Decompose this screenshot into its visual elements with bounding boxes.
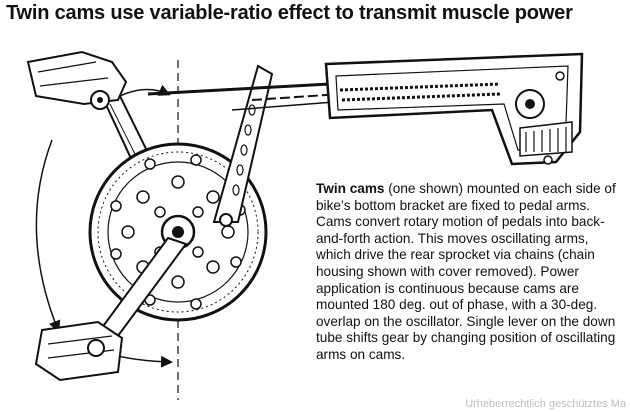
caption-text: Twin cams (one shown) mounted on each si… xyxy=(316,181,626,364)
cam-chainring xyxy=(88,142,268,322)
diagram-title: Twin cams use variable-ratio effect to t… xyxy=(6,2,573,24)
oscillating-arm xyxy=(212,64,274,227)
caption-body: (one shown) mounted on each side of bike… xyxy=(316,181,616,362)
rear-chain-housing xyxy=(324,52,584,166)
lower-pedal xyxy=(34,320,124,382)
rotation-arrow-left xyxy=(35,139,61,333)
copyright-watermark: Urheberrechtlich geschütztes Ma xyxy=(465,398,626,410)
caption-lead: Twin cams xyxy=(316,181,385,196)
upper-pedal xyxy=(26,50,128,110)
